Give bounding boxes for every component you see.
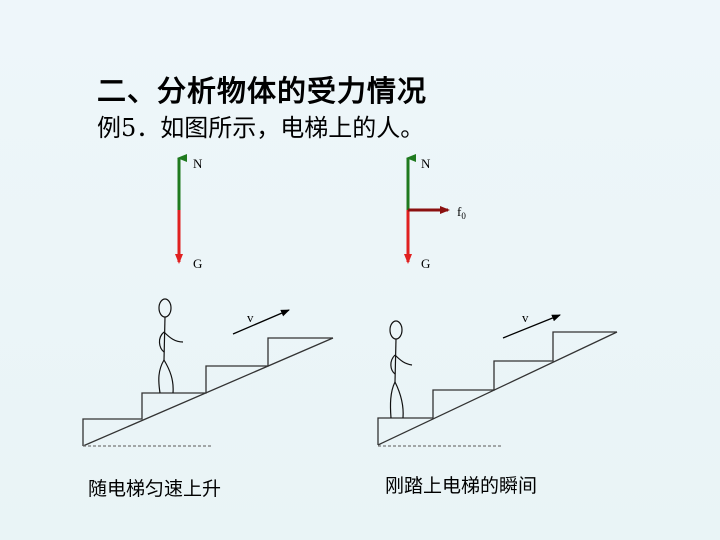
escalator-incline bbox=[377, 331, 618, 446]
label-n: N bbox=[193, 156, 203, 171]
escalator-left: v bbox=[82, 298, 334, 447]
stick-figure-person bbox=[389, 320, 413, 419]
label-f: f0 bbox=[457, 204, 466, 221]
velocity-arrow bbox=[502, 314, 561, 339]
velocity-arrow bbox=[232, 309, 290, 335]
stick-figure-person bbox=[158, 298, 184, 394]
caption-uniform-ascent: 随电梯匀速上升 bbox=[88, 478, 222, 500]
velocity-label: v bbox=[522, 310, 529, 325]
force-diagram-left: N G bbox=[175, 154, 203, 271]
label-n: N bbox=[421, 156, 431, 171]
example-question: 例5．如图所示，电梯上的人。 bbox=[97, 114, 425, 142]
caption-stepping-on: 刚踏上电梯的瞬间 bbox=[385, 475, 538, 497]
escalator-incline bbox=[82, 337, 334, 447]
slide-title: 二、分析物体的受力情况 bbox=[97, 74, 428, 108]
label-g: G bbox=[193, 256, 202, 271]
velocity-label: v bbox=[247, 310, 254, 325]
force-diagram-right: N G f0 bbox=[404, 154, 466, 271]
label-g: G bbox=[421, 256, 430, 271]
escalator-right: v bbox=[377, 310, 618, 447]
